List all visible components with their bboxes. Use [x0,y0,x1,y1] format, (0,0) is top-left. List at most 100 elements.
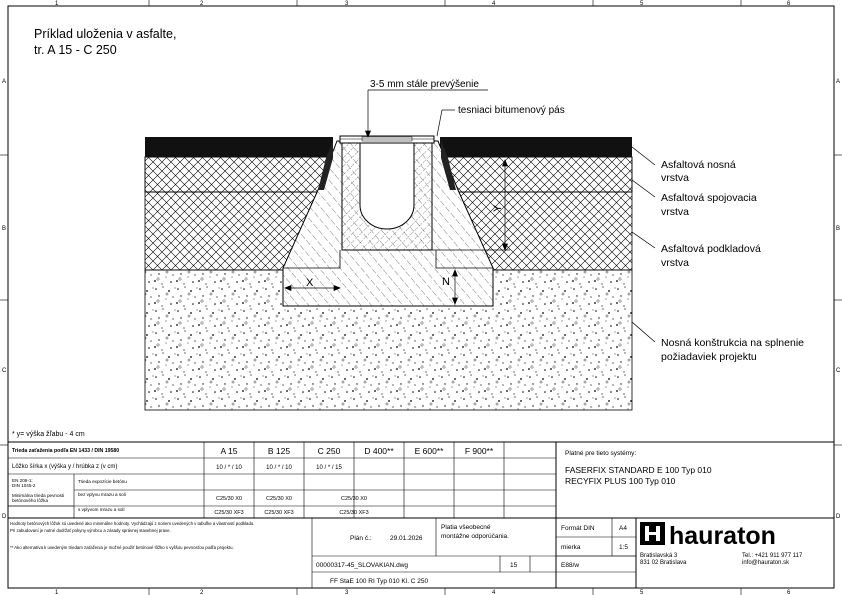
callout-asphalt-bond-1: Asfaltová spojovacia [661,192,757,204]
logo-text: hauraton [669,522,776,550]
row-label: D [2,514,7,520]
drawing-code: E88/w [561,562,579,569]
system-recyfix: RECYFIX PLUS 100 Typ 010 [565,476,676,486]
channel-cavity [359,142,415,230]
note-1: Hodnoty betónových lôžok sú uvedené ako … [10,521,254,526]
plan-date: 29.01.2026 [390,535,423,542]
valid-note-1: Platia všeobecné [441,524,491,531]
dim-y-label: Y [492,204,504,212]
col-label: 2 [200,1,204,7]
format-value: A4 [619,525,627,532]
xf3-c250: C25/30 XF3 [339,510,368,516]
dims-values: 10 / * / 10 10 / * / 10 10 / * / 15 [216,465,342,471]
col-label: 1 [55,1,59,7]
callout-asphalt-base-1: Asfaltová nosná [661,159,736,171]
class-d400: D 400** [364,446,394,456]
drawing-subtitle: tr. A 15 - C 250 [34,43,117,57]
row-label: C [2,368,7,374]
col-label: 3 [345,590,349,595]
callout-asphalt-bond-2: vrstva [661,206,689,218]
dim-n-label: N [442,276,450,288]
callout-structure-1: Nosná konštrukcia na splnenie [661,337,804,349]
format-label: Formát DIN [561,525,595,532]
class-e600: E 600** [415,446,445,456]
callout-bitumen-tape: tesniaci bitumenový pás [458,105,565,116]
hauraton-logo: hauraton [640,522,776,550]
frame-column-labels: 1 2 3 4 5 6 1 2 3 4 5 6 [55,1,791,595]
x0-b125: C25/30 X0 [266,496,292,502]
scale-value: 1:5 [619,544,628,551]
freeze-label: Trieda expozície betónu [78,479,127,484]
col-label: 1 [55,590,59,595]
x0-a15: C25/30 X0 [216,496,242,502]
callout-asphalt-base-2: vrstva [661,172,689,184]
col-label: 6 [787,590,791,595]
table-row-headers: Trieda zaťaženia podľa EN 1433 / DIN 195… [12,448,127,512]
note-2: Pri zabudovaní je nutné dodržať pokyny v… [10,528,171,533]
callout-asphalt-sub-2: vrstva [661,257,689,269]
col-label: 5 [640,590,644,595]
asphalt-top-left [145,137,333,157]
x0-c250: C25/30 X0 [341,496,367,502]
class-c250: C 250 [318,446,341,456]
note-3: ** Ako alternatíva k uvedeným triedam za… [10,545,234,550]
cross-section [144,135,633,411]
col-label: 3 [345,1,349,7]
col-label: 6 [787,1,791,7]
dims-b125: 10 / * / 10 [266,465,292,471]
drawing-name: FF StaE 100 RI Typ 010 Kl. C 250 [330,578,429,585]
channel-grate [339,135,435,144]
din-label-1: EN 206-1: [12,478,33,483]
col-label: 5 [640,1,644,7]
col-label: 4 [492,590,496,595]
row-label: B [836,226,840,232]
xf3-a15: C25/30 XF3 [214,510,243,516]
callout-overheight: 3-5 mm stále prevýšenie [370,79,479,90]
system-faserfix: FASERFIX STANDARD E 100 Typ 010 [565,465,712,475]
company-phone: Tel.: +421 911 977 117 [742,553,803,559]
strength-label-2: betónového lôžka [12,498,48,503]
callout-asphalt-sub-1: Asfaltová podkladová [661,243,761,255]
company-city: 831 02 Bratislava [640,560,687,566]
row-label: B [2,226,6,232]
dim-x-label: X [306,277,314,289]
row-label: A [2,79,6,85]
exposure-label-1: bez vplyvu mrazu a soli [78,492,126,497]
valid-note-2: montážne odporúčania. [441,533,509,540]
company-street: Bratislavská 3 [640,553,678,559]
class-headers: A 15 B 125 C 250 D 400** E 600** F 900** [220,446,493,456]
asphalt-top-right [440,137,632,157]
row-label: C [836,368,841,374]
class-header: Trieda zaťaženia podľa EN 1433 / DIN 195… [12,448,119,454]
callout-structure-2: požiadaviek projektu [661,351,757,363]
drawing-title: Príklad uloženia v asfalte, [34,27,176,41]
exposure-label-2: s vplyvom mrazu a soli [78,507,124,512]
col-label: 2 [200,590,204,595]
frame-row-labels: A B C D A B C D [2,79,841,520]
dims-label: Lôžko šírka x (výška y / hrúbka z (v cm) [12,464,117,470]
dimension-lines [284,159,510,305]
bitumen-seal-left [318,140,333,190]
dims-a15: 10 / * / 10 [216,465,242,471]
exposure-values: C25/30 X0 C25/30 X0 C25/30 X0 C25/30 XF3… [214,496,368,516]
company-email: info@hauraton.sk [742,560,790,566]
din-label-2: DIN 1045-2 [12,483,36,488]
file-name: 00000317-45_SLOVAKIAN.dwg [316,562,408,569]
bitumen-seal-right [441,140,456,190]
sheet-number: 15 [510,562,518,569]
row-label: D [836,514,841,520]
footnote: * y= výška žľabu - 4 cm [12,431,85,438]
installation-notes: Hodnoty betónových lôžok sú uvedené ako … [10,521,254,550]
title-block-grid [8,441,834,588]
col-label: 4 [492,1,496,7]
strength-label-1: Minimálna trieda pevnosti [12,493,64,498]
class-a15: A 15 [220,446,237,456]
callout-leaders [364,89,656,343]
plan-label: Plán č.: [350,535,372,542]
valid-systems-label: Platné pre tieto systémy: [565,450,636,457]
class-f900: F 900** [465,446,494,456]
row-label: A [836,79,840,85]
sheet-frame [7,5,835,589]
